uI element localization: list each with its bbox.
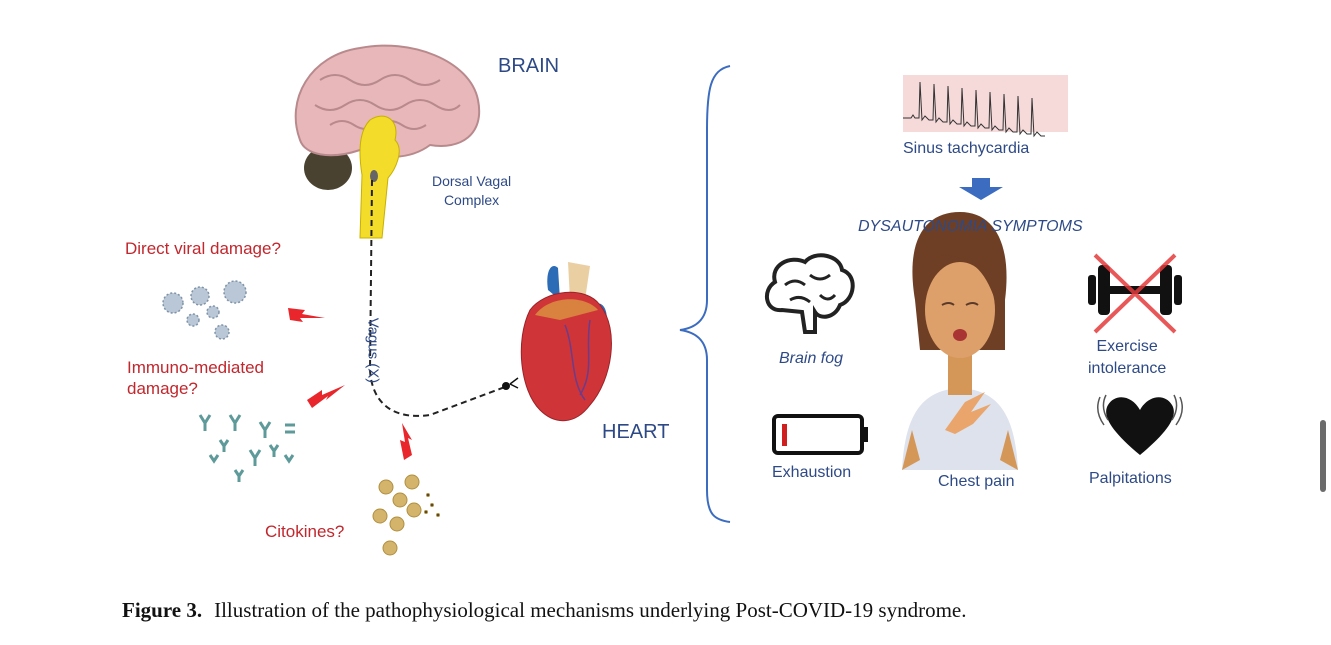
immuno-line1: Immuno-mediated (127, 358, 265, 377)
exercise-intolerance-icon (1088, 253, 1182, 334)
curly-brace (679, 65, 731, 523)
caption-text: Illustration of the pathophysiological m… (214, 598, 967, 622)
dysautonomia-symptoms-title: DYSAUTONOMIA SYMPTOMS (858, 218, 1083, 235)
dorsal-vagal-line1: Dorsal Vagal (432, 173, 512, 189)
woman-chest-pain-illustration (902, 212, 1018, 470)
dorsal-vagal-complex-label: Dorsal Vagal Complex (432, 172, 511, 210)
exercise-line1: Exercise (1096, 338, 1158, 355)
ecg-strip-icon (903, 75, 1068, 138)
immuno-line2: damage? (127, 379, 198, 398)
direct-viral-damage-label: Direct viral damage? (125, 239, 281, 258)
figure-caption: Figure 3. Illustration of the pathophysio… (122, 598, 967, 623)
down-arrow-icon (959, 178, 1003, 200)
heart-label: HEART (602, 421, 670, 443)
cytokine-cells-icon (372, 474, 440, 556)
lightning-bolt-icon (400, 423, 412, 460)
palpitations-label: Palpitations (1089, 470, 1172, 487)
citokines-label: Citokines? (265, 522, 345, 541)
brain-label: BRAIN (498, 55, 560, 77)
dorsal-vagal-line2: Complex (443, 192, 500, 208)
right-panel-graphics (679, 65, 1183, 523)
mechanism-illustration (162, 44, 612, 556)
heart-illustration (520, 262, 612, 422)
exercise-intolerance-label: Exercise intolerance (1088, 336, 1166, 380)
battery-low-icon (772, 414, 868, 455)
vagus-label: Vagus (X) (364, 317, 382, 384)
brain-fog-icon (765, 253, 855, 334)
exhaustion-label: Exhaustion (772, 464, 852, 481)
scrollbar[interactable] (1320, 420, 1326, 492)
brainstem-illustration (359, 115, 400, 239)
chest-pain-label: Chest pain (938, 473, 1015, 490)
immuno-mediated-damage-label: Immuno-mediated damage? (127, 357, 264, 399)
exercise-line2: intolerance (1088, 360, 1167, 377)
vagus-nerve-path (368, 179, 506, 417)
brain-fog-label: Brain fog (779, 350, 844, 367)
brain-illustration (294, 44, 481, 190)
lightning-bolt-icon (307, 385, 345, 408)
lightning-bolt-icon (288, 308, 325, 322)
figure-number: Figure 3. (122, 598, 203, 622)
antibodies-icon (198, 414, 295, 482)
virus-particles-icon (162, 280, 247, 340)
sinus-tachycardia-label: Sinus tachycardia (903, 140, 1030, 157)
palpitations-heart-icon (1097, 394, 1183, 455)
